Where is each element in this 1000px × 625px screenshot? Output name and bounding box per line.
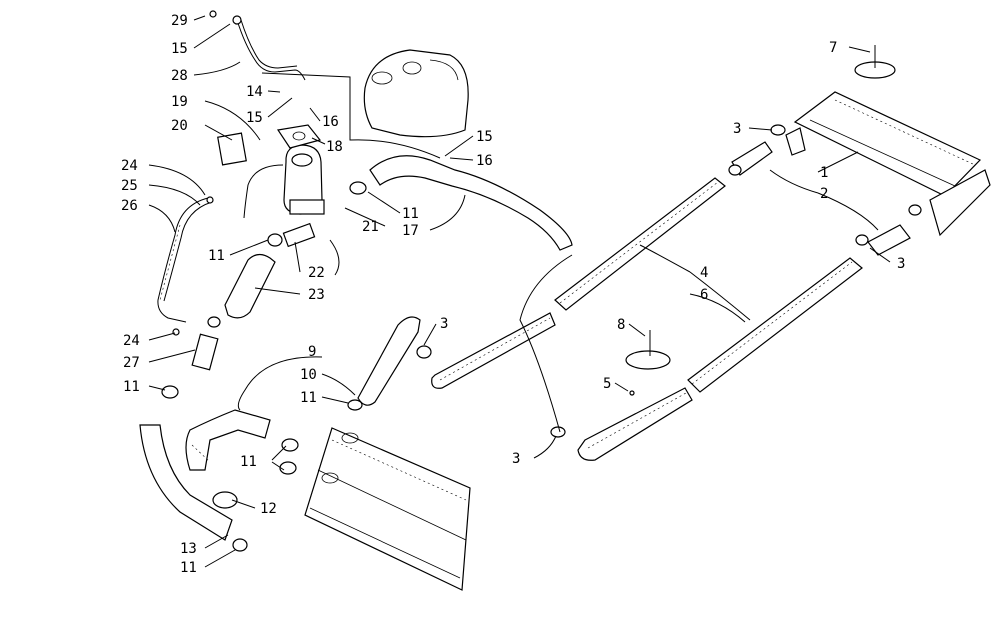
callout-12: 12: [260, 501, 277, 517]
hose-9: [185, 409, 299, 509]
callout-6: 6: [700, 287, 708, 303]
callout-28: 28: [171, 68, 188, 84]
callout-11: 11: [240, 454, 257, 470]
coiled-line: [157, 196, 214, 323]
callout-3: 3: [512, 451, 520, 467]
callout-13: 13: [180, 541, 197, 557]
tube-4: [431, 177, 726, 389]
callout-19: 19: [171, 94, 188, 110]
hose-17: [369, 155, 573, 251]
callout-15: 15: [476, 129, 493, 145]
callout-24: 24: [121, 158, 138, 174]
callout-11: 11: [123, 379, 140, 395]
callout-labels: 29 15 28 19 14 15 16 20 18 15 16 24 25 2…: [121, 13, 905, 576]
callout-2: 2: [820, 186, 828, 202]
callout-16: 16: [322, 114, 339, 130]
callout-11: 11: [300, 390, 317, 406]
tube-6: [577, 257, 863, 461]
callout-25: 25: [121, 178, 138, 194]
callout-22: 22: [308, 265, 325, 281]
fuel-pump: [217, 124, 325, 219]
callout-23: 23: [308, 287, 325, 303]
callout-1: 1: [820, 165, 828, 181]
callout-16: 16: [476, 153, 493, 169]
hose-2: [550, 124, 922, 438]
callout-3: 3: [897, 256, 905, 272]
callout-24: 24: [123, 333, 140, 349]
pad-8: [625, 330, 671, 370]
callout-15: 15: [171, 41, 188, 57]
callout-11: 11: [208, 248, 225, 264]
rivet-5: [629, 390, 635, 396]
callout-8: 8: [617, 317, 625, 333]
clamps-upper: [267, 181, 367, 248]
hose-13: [139, 385, 248, 552]
callout-15: 15: [246, 110, 263, 126]
callout-7: 7: [829, 40, 837, 56]
callout-10: 10: [300, 367, 317, 383]
callout-4: 4: [700, 265, 708, 281]
hose-23: [224, 253, 276, 319]
leader-lines: [148, 15, 891, 568]
callout-3: 3: [440, 316, 448, 332]
fuel-tank: [363, 49, 469, 138]
pad-7: [854, 45, 896, 79]
callout-20: 20: [171, 118, 188, 134]
callout-14: 14: [246, 84, 263, 100]
heat-exchanger-upper: [785, 91, 991, 237]
callout-11: 11: [402, 206, 419, 222]
callout-17: 17: [402, 223, 419, 239]
callout-5: 5: [603, 376, 611, 392]
callout-18: 18: [326, 139, 343, 155]
callout-3: 3: [733, 121, 741, 137]
heat-exchanger-lower: [304, 427, 471, 591]
callout-29: 29: [171, 13, 188, 29]
hose-10: [347, 316, 432, 411]
callout-26: 26: [121, 198, 138, 214]
callout-21: 21: [362, 219, 379, 235]
callout-9: 9: [308, 344, 316, 360]
fitting-27: [172, 316, 221, 371]
vent-line: [209, 10, 306, 81]
callout-27: 27: [123, 355, 140, 371]
callout-11: 11: [180, 560, 197, 576]
